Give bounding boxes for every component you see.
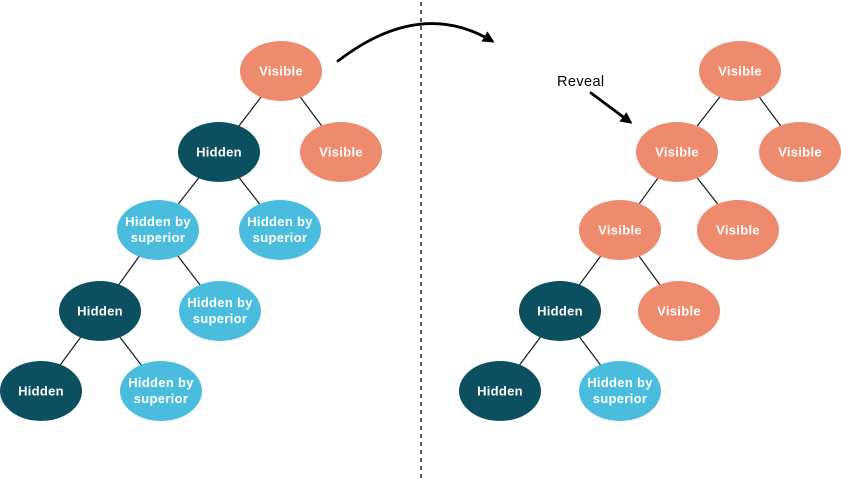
- node-visible: [638, 281, 720, 341]
- node-label: Hidden: [77, 304, 123, 319]
- reveal-arrow-icon: [589, 91, 633, 124]
- node-visible: [697, 200, 779, 260]
- node-hidden-by-superior: [179, 281, 261, 341]
- reveal-label: Reveal: [557, 74, 605, 90]
- node-hidden: [0, 361, 82, 421]
- node-label: Visible: [598, 223, 642, 238]
- node-hidden-by-superior: [579, 361, 661, 421]
- node-label: Visible: [259, 64, 303, 79]
- node-visible: [699, 41, 781, 101]
- node-visible: [579, 200, 661, 260]
- node-hidden: [459, 361, 541, 421]
- node-label: Visible: [319, 145, 363, 160]
- node-hidden-by-superior: [120, 361, 202, 421]
- node-label: Visible: [716, 223, 760, 238]
- node-visible: [636, 122, 718, 182]
- node-label: Visible: [778, 145, 822, 160]
- node-hidden: [519, 281, 601, 341]
- node-label: Visible: [657, 304, 701, 319]
- node-visible: [759, 122, 841, 182]
- node-hidden: [59, 281, 141, 341]
- node-visible: [300, 122, 382, 182]
- node-label: Visible: [655, 145, 699, 160]
- node-visible: [240, 41, 322, 101]
- node-hidden-by-superior: [239, 200, 321, 260]
- node-hidden: [178, 122, 260, 182]
- node-label: Hidden: [477, 384, 523, 399]
- transform-arrow-icon: [336, 22, 495, 63]
- node-hidden-by-superior: [117, 200, 199, 260]
- node-label: Visible: [718, 64, 762, 79]
- node-label: Hidden: [537, 304, 583, 319]
- node-label: Hidden: [196, 145, 242, 160]
- node-label: Hidden: [18, 384, 64, 399]
